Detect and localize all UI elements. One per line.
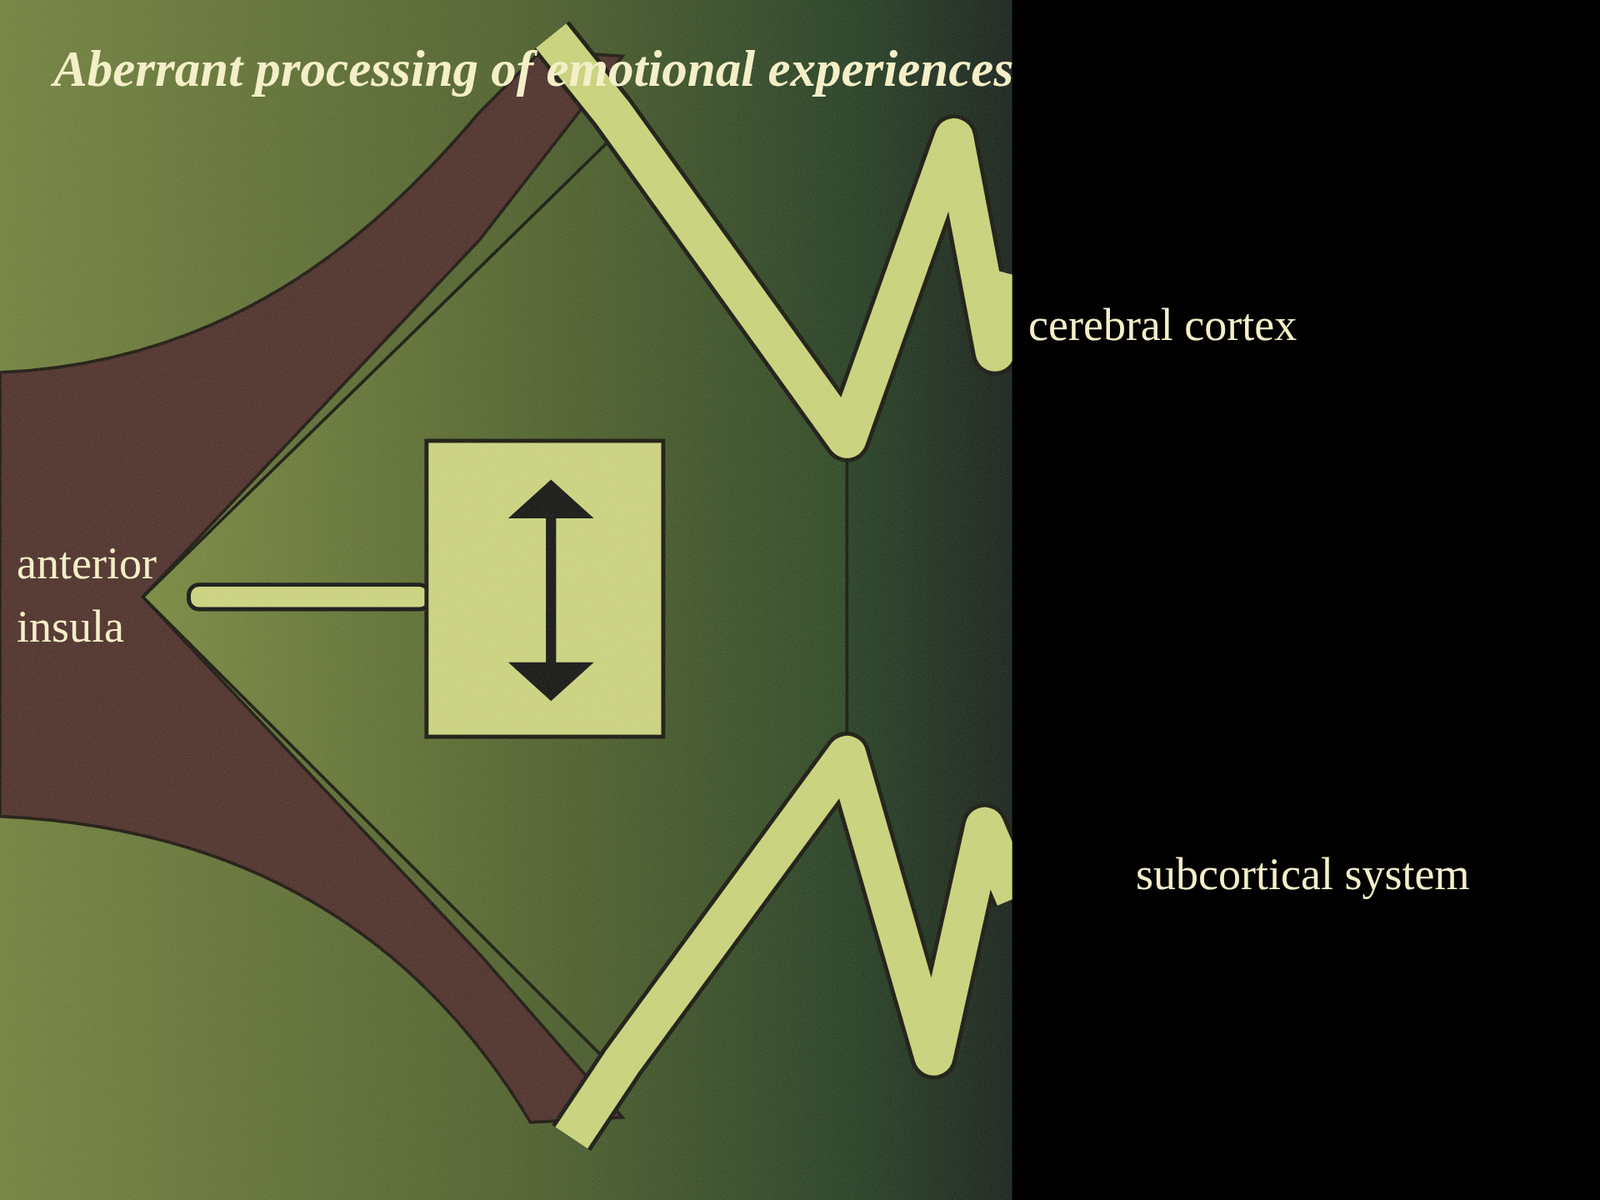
slide-title: Aberrant processing of emotional experie…: [53, 38, 1014, 100]
region-label: subcortical system: [1135, 842, 1586, 906]
region-label: cerebral cortex: [1028, 293, 1545, 357]
region-label: anterior insula: [16, 531, 209, 659]
